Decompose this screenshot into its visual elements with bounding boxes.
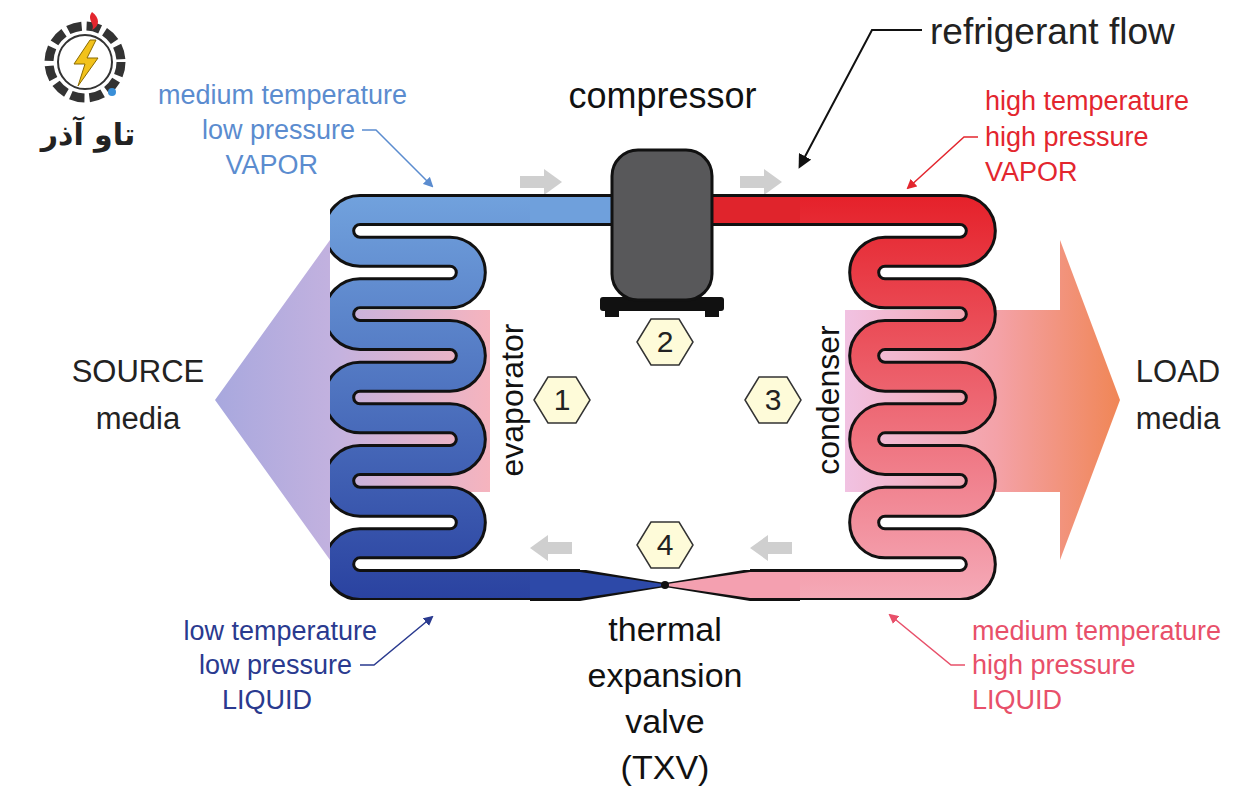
flow-arrow (520, 169, 562, 195)
flow-arrow (750, 535, 792, 561)
media-label: SOURCE media (63, 349, 213, 442)
condenser-coil-box: condenser (800, 190, 1000, 600)
callout-hexagon (637, 522, 693, 568)
callout-number: 2 (657, 324, 674, 360)
compressor-unit: compressor (555, 75, 770, 320)
state-label: high temperature (985, 85, 1189, 117)
state-label: low pressure (199, 649, 352, 681)
coil-label: condenser (812, 325, 844, 474)
state-label: VAPOR (985, 156, 1078, 188)
expansion-valve: thermal expansion valve (TXV) (580, 570, 750, 795)
leader-line (908, 137, 978, 188)
callout-hexagon (534, 377, 590, 423)
coil-label: evaporator (496, 324, 528, 477)
state-label: low temperature (183, 615, 377, 647)
callout-hexagon (637, 319, 693, 365)
leader-arrow (800, 30, 922, 166)
refrigerant-pipe (770, 210, 800, 211)
flow-arrow (530, 535, 572, 561)
callout-number: 3 (765, 382, 782, 418)
callout-hexagon (745, 377, 801, 423)
state-label: high pressure (972, 649, 1136, 681)
state-label: VAPOR (225, 149, 318, 181)
evaporator-coil-box: evaporator (330, 190, 530, 600)
callout-number: 4 (657, 527, 674, 563)
state-label: low pressure (202, 114, 355, 146)
logo (49, 12, 121, 98)
state-label: high pressure (985, 121, 1149, 153)
refrigerant-pipe (530, 210, 555, 211)
flow-label: refrigerant flow (930, 10, 1175, 54)
state-label: LIQUID (972, 684, 1062, 716)
logo-text: تاو آذر (41, 117, 136, 153)
state-label: medium temperature (972, 615, 1221, 647)
leader-line (362, 130, 432, 186)
callout-number: 1 (554, 382, 571, 418)
state-label: medium temperature (158, 79, 407, 111)
leader-line (890, 615, 965, 665)
state-label: LIQUID (222, 684, 312, 716)
valve-label: thermal expansion valve (TXV) (582, 606, 748, 790)
flow-arrow (740, 169, 782, 195)
refrigerant-pipe (530, 585, 580, 586)
component-heading: compressor (555, 75, 770, 116)
media-label: LOAD media (1118, 349, 1238, 442)
refrigerant-pipe (750, 585, 800, 586)
valve-symbol (580, 570, 750, 606)
